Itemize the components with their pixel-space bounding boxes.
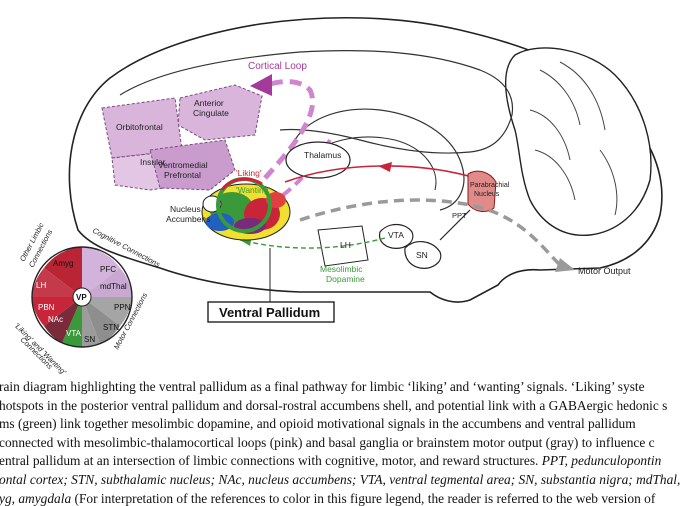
caption-line: entral pallidum at an intersection of li…: [0, 452, 680, 471]
caption-line: ms (green) link together mesolimbic dopa…: [0, 416, 636, 432]
wheel-segment-mdthal: [82, 268, 132, 297]
caption-italic-text: PPT, pedunculopontin: [538, 453, 662, 469]
wheel-label-mdthal: mdThal: [100, 282, 127, 291]
svg-text:Accumbens: Accumbens: [166, 214, 210, 224]
label-orbitofrontal: Orbitofrontal: [116, 122, 163, 132]
cerebellum: [504, 47, 652, 236]
label-wanting: 'Wanting': [236, 185, 270, 195]
caption-text: entral pallidum at an intersection of li…: [0, 453, 539, 469]
label-thalamus: Thalamus: [304, 150, 341, 160]
wheel-segment-ppn: [82, 297, 132, 326]
label-mesolimbic: Mesolimbic: [320, 264, 363, 274]
motor-output-arrow: [299, 198, 562, 267]
caption-line: hotspots in the posterior ventral pallid…: [0, 397, 668, 413]
wheel-label-amyg: Amyg: [53, 259, 73, 268]
mesolimbic-dopamine-arrow: [239, 237, 386, 249]
label-insular: Insular: [140, 157, 166, 167]
label-vta: VTA: [388, 230, 404, 240]
svg-text:Dopamine: Dopamine: [326, 274, 365, 284]
wheel-segment-nac: [44, 297, 82, 343]
wheel-label-pfc: PFC: [100, 265, 116, 274]
lh-outline: [317, 225, 369, 267]
caption-line: ontal cortex; STN, subthalamic nucleus; …: [0, 471, 680, 487]
wheel-segment-sn: [82, 297, 100, 348]
connections-wheel: [31, 246, 133, 348]
caption-line: yg, amygdala (For interpretation of the …: [0, 490, 680, 506]
label-parabrachial: Parabrachial: [470, 182, 510, 189]
label-sn: SN: [416, 250, 428, 260]
label-ventral-pallidum: Ventral Pallidum: [219, 305, 320, 320]
wheel-segment-vta: [62, 297, 82, 348]
figure-caption: rain diagram highlighting the ventral pa…: [0, 378, 680, 506]
wheel-segment-lh: [32, 268, 82, 297]
wheel-label-stn: STN: [103, 323, 119, 332]
label-nucleus-accumbens: Nucleus: [170, 204, 201, 214]
wheel-segment-amyg: [44, 247, 82, 297]
wheel-label-pbn: PBN: [38, 303, 55, 312]
wheel-label-nac: NAc: [48, 315, 63, 324]
brain-diagram-figure: Cortical Loop Anterior Cingulate Orbitof…: [13, 16, 663, 375]
ventromedial-region: [149, 139, 236, 191]
label-ventromedial: Ventromedial: [158, 160, 208, 170]
wheel-label-vta: VTA: [66, 329, 82, 338]
label-ppt: PPT: [452, 211, 467, 220]
wheel-center: [72, 287, 92, 307]
caption-italic-text: yg, amygdala: [0, 490, 72, 506]
label-motor-output: Motor Output: [578, 266, 631, 276]
wheel-label-vp: VP: [76, 293, 87, 302]
parabrachial-nucleus: [467, 170, 497, 212]
cortical-loop-arrow: [263, 79, 316, 180]
label-anterior-cingulate: Anterior: [194, 98, 224, 108]
sn-region: [404, 241, 442, 269]
wheel-label-sn: SN: [84, 335, 95, 344]
wheel-label-ppn: PPN: [114, 303, 131, 312]
label-liking: 'Liking': [236, 168, 262, 178]
label-lh: LH: [340, 240, 351, 250]
caption-line: connected with mesolimbic-thalamocortica…: [0, 434, 655, 450]
caption-line: rain diagram highlighting the ventral pa…: [0, 379, 645, 394]
wheel-segment-pbn: [32, 297, 82, 326]
svg-text:Prefrontal: Prefrontal: [164, 170, 201, 180]
caption-text: (For interpretation of the references to…: [71, 490, 656, 506]
ventral-pallidum-box: [207, 301, 335, 323]
svg-text:Nucleus: Nucleus: [474, 191, 500, 198]
wheel-segment-pfc: [82, 247, 120, 297]
svg-text:Cingulate: Cingulate: [193, 108, 229, 118]
label-cortical-loop: Cortical Loop: [248, 61, 307, 72]
wheel-segment-stn: [82, 297, 120, 344]
wheel-label-lh: LH: [36, 281, 46, 290]
